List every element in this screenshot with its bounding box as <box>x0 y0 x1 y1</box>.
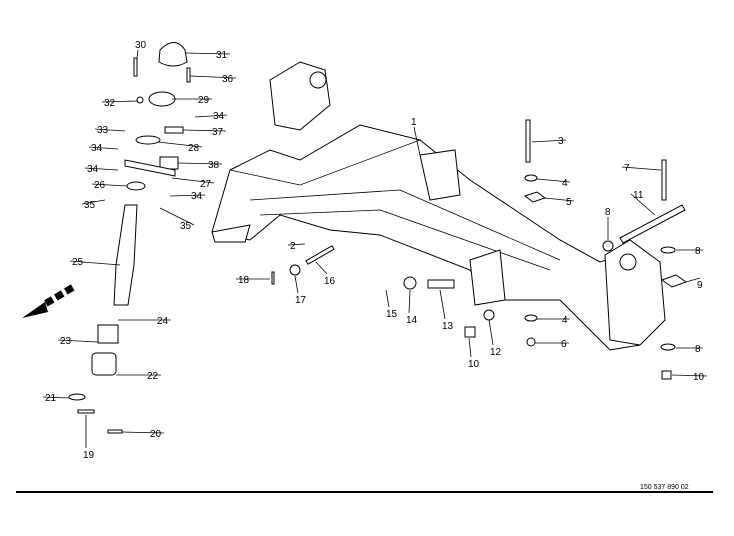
callout-8: 8 <box>695 246 701 257</box>
callout-30: 30 <box>135 40 147 51</box>
callout-9: 9 <box>697 280 703 291</box>
leader-line <box>88 146 119 150</box>
callout-22: 22 <box>147 371 159 382</box>
leader-line <box>157 141 203 148</box>
callout-21: 21 <box>45 393 57 404</box>
leader-line <box>159 207 195 226</box>
leader-line <box>121 431 165 434</box>
callout-35: 35 <box>180 221 192 232</box>
callout-7: 7 <box>624 163 630 174</box>
leader-line <box>182 129 227 132</box>
callout-12: 12 <box>490 347 502 358</box>
callout-16: 16 <box>324 276 336 287</box>
callout-18: 18 <box>238 275 250 286</box>
callout-34: 34 <box>87 164 99 175</box>
callout-4: 4 <box>562 315 568 326</box>
leader-line <box>101 100 139 103</box>
callout-27: 27 <box>200 179 212 190</box>
leader-line <box>408 289 411 314</box>
callout-5: 5 <box>566 197 572 208</box>
leader-line <box>84 167 119 171</box>
callout-34: 34 <box>91 143 103 154</box>
leader-line <box>194 114 228 118</box>
callout-24: 24 <box>157 316 169 327</box>
callout-20: 20 <box>150 429 162 440</box>
callout-15: 15 <box>386 309 398 320</box>
leader-line <box>531 139 567 143</box>
callout-29: 29 <box>198 95 210 106</box>
callout-8: 8 <box>695 344 701 355</box>
leader-line <box>171 177 215 184</box>
callout-23: 23 <box>60 336 72 347</box>
document-number: 150 537 890 02 <box>640 484 689 491</box>
leader-line <box>42 396 70 399</box>
leader-line <box>184 52 231 55</box>
leader-line <box>630 193 656 216</box>
leader-line <box>385 289 390 308</box>
callout-10: 10 <box>468 359 480 370</box>
callout-1: 1 <box>411 117 417 128</box>
callout-14: 14 <box>406 315 418 326</box>
callout-28: 28 <box>188 143 200 154</box>
callout-3: 3 <box>558 136 564 147</box>
leader-line <box>468 337 472 358</box>
callout-33: 33 <box>97 125 109 136</box>
callout-32: 32 <box>104 98 116 109</box>
leader-line <box>536 178 571 183</box>
callout-26: 26 <box>94 180 106 191</box>
leader-line <box>294 275 299 294</box>
leader-line <box>177 162 223 165</box>
callout-11: 11 <box>633 190 644 201</box>
callout-34: 34 <box>213 111 225 122</box>
callout-10: 10 <box>693 372 705 383</box>
callout-8: 8 <box>605 207 611 218</box>
callout-35: 35 <box>84 200 96 211</box>
leader-line <box>621 166 662 171</box>
leader-line <box>57 339 99 343</box>
leader-line <box>671 374 708 377</box>
callout-13: 13 <box>442 321 454 332</box>
leader-line <box>189 75 237 79</box>
callout-31: 31 <box>216 50 228 61</box>
leader-line <box>94 128 126 132</box>
callout-25: 25 <box>72 257 84 268</box>
leader-line <box>136 49 139 59</box>
leader-line <box>413 126 421 156</box>
callout-17: 17 <box>295 295 307 306</box>
leader-line <box>544 197 575 202</box>
leader-line <box>81 199 106 205</box>
callout-6: 6 <box>561 339 567 350</box>
leader-line <box>69 260 121 266</box>
footer-rule <box>16 491 713 493</box>
callout-4: 4 <box>562 178 568 189</box>
callout-36: 36 <box>222 74 234 85</box>
leader-line <box>91 183 128 187</box>
callout-2: 2 <box>290 241 296 252</box>
callout-37: 37 <box>212 127 224 138</box>
leader-line <box>439 289 446 320</box>
leader-line <box>685 277 701 283</box>
callout-19: 19 <box>83 450 95 461</box>
leader-line <box>287 243 306 246</box>
front-direction-arrow-icon <box>22 284 75 318</box>
main-frame <box>211 61 666 351</box>
small-parts <box>68 42 688 434</box>
leader-line <box>488 319 494 346</box>
callout-38: 38 <box>208 160 220 171</box>
leader-line <box>169 194 206 197</box>
callout-34: 34 <box>191 191 203 202</box>
leader-line <box>315 261 328 275</box>
